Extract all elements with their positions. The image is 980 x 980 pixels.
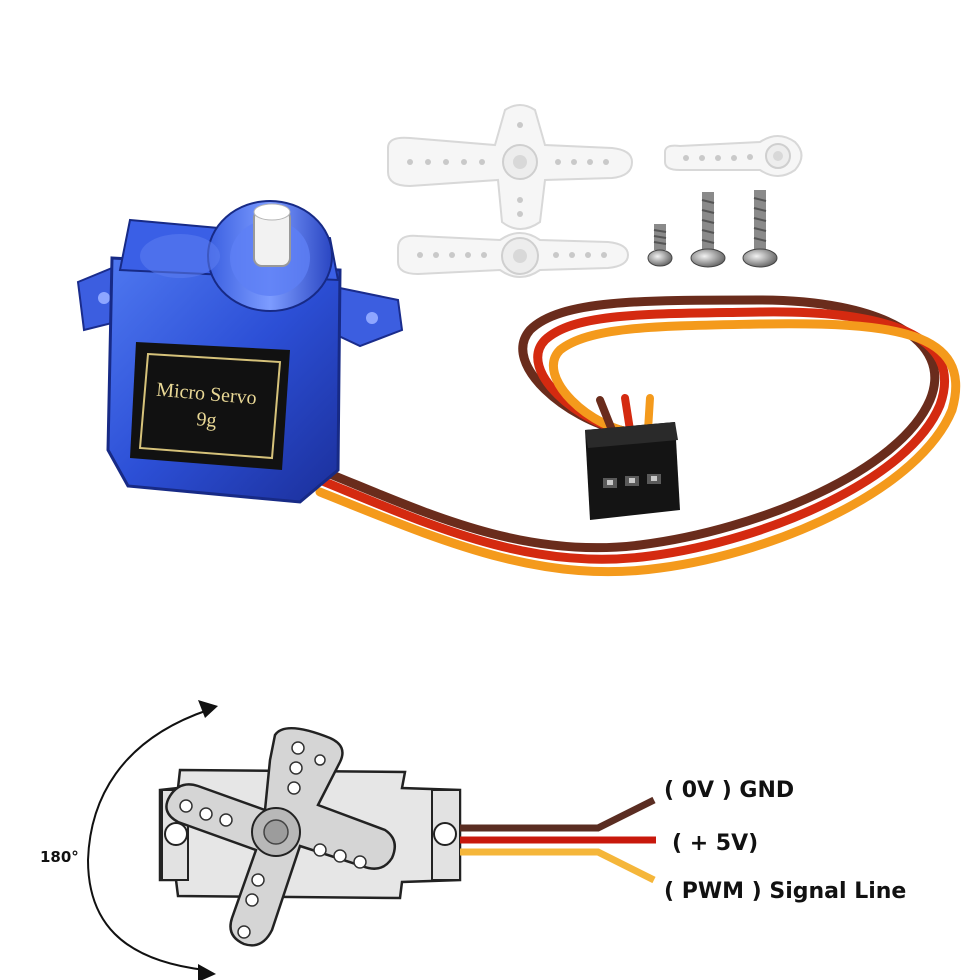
diagram-wires: [460, 796, 656, 884]
medium-screw: [690, 192, 726, 268]
label-5v: ( + 5V): [672, 831, 758, 856]
mount-hole-right: [433, 822, 457, 846]
micro-servo-body: Micro Servo 9g: [76, 200, 404, 504]
servo-pinout-diagram: 180° ( 0V ) GND ( + 5V) ( PWM ) Signal L…: [40, 700, 906, 980]
wire-harness: [315, 295, 961, 577]
rotation-arrow-bottom-icon: [198, 964, 216, 980]
rotation-arrow-top-icon: [198, 700, 218, 718]
horn-holes: [179, 741, 367, 939]
small-screw: [647, 224, 673, 267]
mount-hole-left: [164, 822, 188, 846]
servo-connector: [585, 422, 680, 520]
screws: [647, 190, 778, 268]
servo-horns: [387, 104, 803, 278]
single-arm-horn: [664, 135, 803, 177]
rotation-arc: [86, 709, 209, 971]
cross-horn: [387, 104, 634, 230]
long-screw: [742, 190, 778, 268]
wire-gnd: [460, 796, 656, 832]
servo-label-line2: 9g: [196, 408, 218, 432]
label-pwm: ( PWM ) Signal Line: [664, 879, 906, 904]
wire-pwm: [460, 848, 656, 884]
label-gnd: ( 0V ) GND: [664, 778, 794, 803]
rotation-label: 180°: [40, 848, 79, 866]
double-arm-horn: [397, 232, 630, 278]
